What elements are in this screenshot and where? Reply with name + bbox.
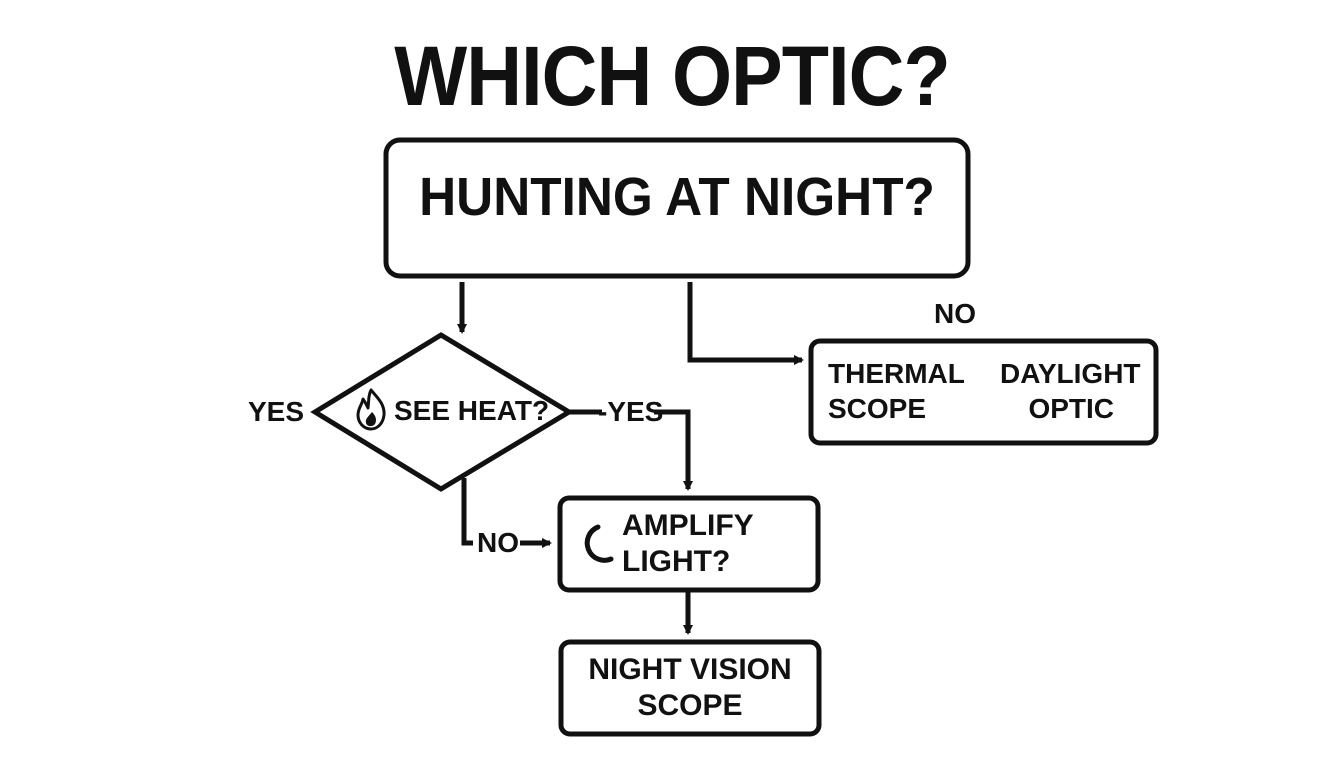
hunting-night-question: HUNTING AT NIGHT? <box>419 167 935 227</box>
amplify-light-line1: AMPLIFY <box>622 509 754 542</box>
daylight-label-line2: OPTIC <box>1028 393 1114 424</box>
heat-no-label: NO <box>477 527 519 558</box>
thermal-label-line1: THERMAL <box>828 358 965 389</box>
amplify-light-line2: LIGHT? <box>622 545 731 578</box>
heat-yes-left-label: YES <box>248 396 305 427</box>
night-vision-line2: SCOPE <box>637 689 743 722</box>
thermal-daylight-box <box>808 338 1159 446</box>
hunting-no-label: NO <box>934 298 976 329</box>
daylight-label-line1: DAYLIGHT <box>1000 358 1141 389</box>
night-vision-line1: NIGHT VISION <box>588 653 792 686</box>
page-title: WHICH OPTIC? <box>394 29 951 123</box>
heat-yes-right-label: -YES <box>598 396 664 427</box>
see-heat-label: SEE HEAT? <box>394 395 550 426</box>
connector-heat-yes-to-amplify <box>654 409 693 491</box>
see-heat-diamond <box>310 332 574 492</box>
thermal-label-line2: SCOPE <box>828 393 927 424</box>
night-vision-box <box>558 639 822 737</box>
connector-heat-no-path <box>461 478 473 546</box>
connector-hunting-no-to-box <box>687 282 804 365</box>
amplify-light-box <box>557 495 821 593</box>
flame-icon <box>356 388 386 431</box>
hunting-night-box <box>383 137 971 279</box>
crescent-moon-icon <box>584 524 614 563</box>
